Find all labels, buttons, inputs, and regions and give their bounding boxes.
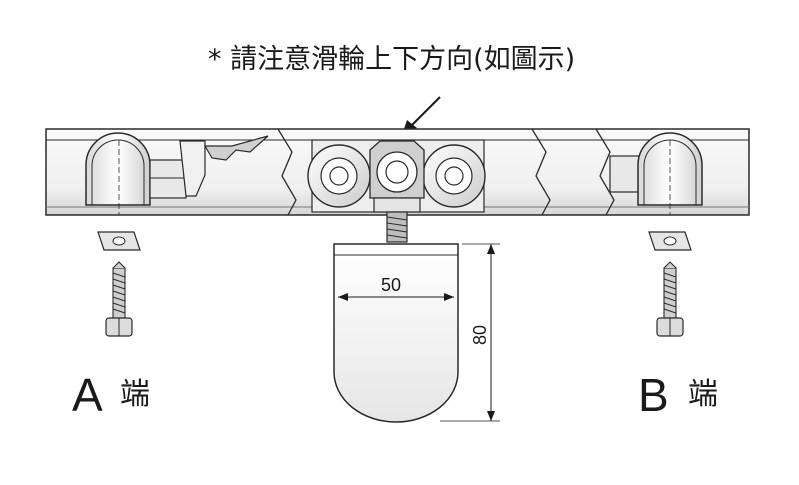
roller-carriage — [307, 139, 486, 213]
height-label: 80 — [470, 325, 490, 345]
width-label: 50 — [381, 275, 401, 295]
direction-note: * 請注意滑輪上下方向(如圖示) — [208, 44, 575, 75]
screw-a — [105, 261, 133, 337]
height-dimension — [440, 243, 500, 422]
door-hanger — [333, 243, 459, 423]
end-stopper-a — [85, 132, 187, 215]
end-a-suffix: 端 — [120, 377, 150, 412]
washer-plate-b — [648, 231, 692, 251]
end-b-letter: B — [638, 369, 669, 421]
end-b-suffix: 端 — [688, 377, 718, 412]
end-stopper-b — [609, 132, 703, 215]
width-dimension — [338, 293, 454, 301]
end-a-letter: A — [72, 369, 103, 421]
latch-mechanism — [179, 135, 269, 197]
washer-plate-a — [97, 231, 141, 251]
hanger-bolt — [386, 211, 408, 243]
screw-b — [656, 261, 684, 337]
